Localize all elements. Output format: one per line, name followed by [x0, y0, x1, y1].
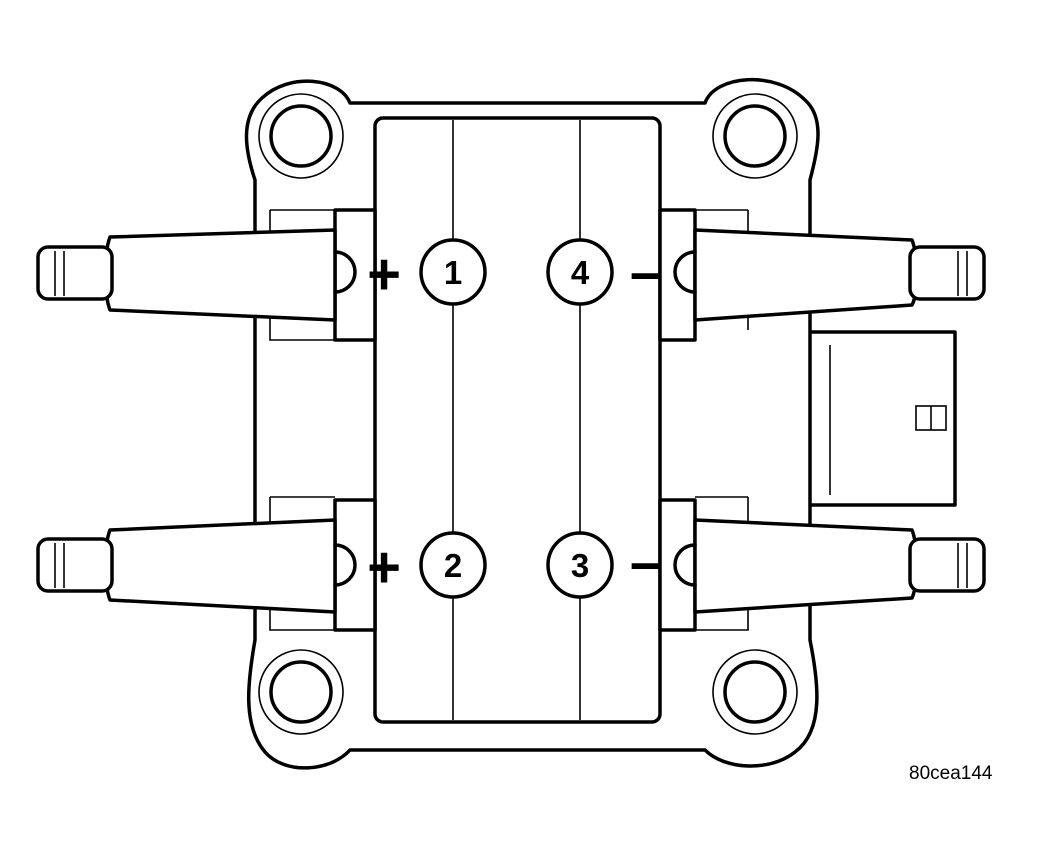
polarity-sign-tower-1: +	[367, 242, 401, 307]
figure-reference-code: 80cea144	[909, 763, 993, 784]
mounting-hole-bottom-left	[258, 649, 344, 735]
coil-body	[373, 116, 662, 724]
spark-plug-tower-4	[658, 208, 986, 342]
tower-number-badge-2: 2	[419, 531, 487, 599]
tower-number-2: 2	[444, 547, 462, 584]
spark-plug-tower-1	[36, 208, 377, 342]
tower-number-1: 1	[444, 254, 462, 291]
mounting-hole-bottom-right	[712, 649, 798, 735]
tower-number-4: 4	[571, 254, 590, 291]
electrical-connector	[810, 330, 957, 507]
tower-number-badge-1: 1	[419, 238, 487, 306]
polarity-sign-tower-4: –	[630, 240, 662, 305]
polarity-sign-tower-2: +	[367, 535, 401, 600]
mounting-hole-top-left	[258, 93, 344, 179]
tower-number-badge-3: 3	[546, 531, 614, 599]
mounting-hole-top-right	[712, 93, 798, 179]
tower-number-badge-4: 4	[546, 238, 614, 306]
spark-plug-tower-3	[658, 498, 986, 632]
spark-plug-tower-2	[36, 498, 377, 632]
tower-number-3: 3	[571, 547, 589, 584]
polarity-sign-tower-3: –	[630, 530, 662, 595]
